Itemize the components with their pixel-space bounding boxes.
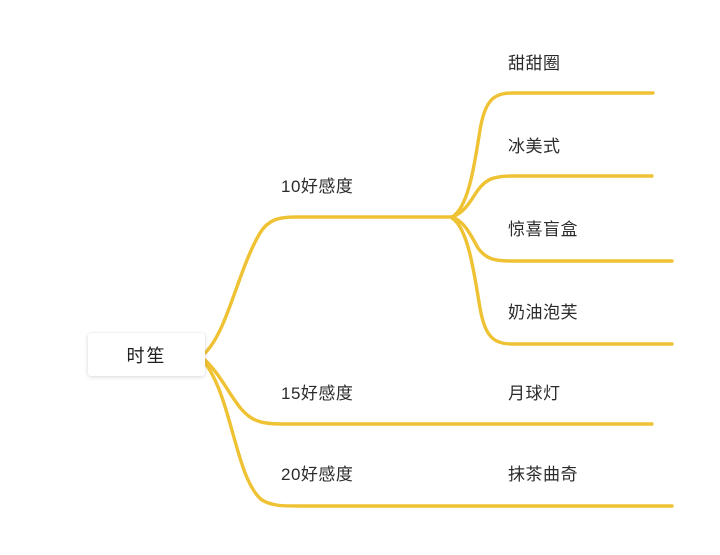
leaf-node-matchacookie-label: 抹茶曲奇: [508, 465, 578, 484]
leaf-node-creampuff-label: 奶油泡芙: [508, 303, 578, 322]
root-node[interactable]: 时笙: [88, 333, 205, 376]
branch-node-20-label: 20好感度: [281, 465, 354, 484]
branch-node-10-label: 10好感度: [281, 177, 354, 196]
leaf-node-creampuff[interactable]: 奶油泡芙: [508, 302, 578, 324]
branch-node-15[interactable]: 15好感度: [281, 383, 353, 405]
edge-branch10-to-leaf-donut: [450, 91, 655, 219]
leaf-node-donut[interactable]: 甜甜圈: [508, 53, 561, 75]
branch-node-15-label: 15好感度: [281, 384, 354, 403]
leaf-node-moonlamp-label: 月球灯: [508, 384, 561, 403]
leaf-node-americano[interactable]: 冰美式: [508, 136, 561, 158]
leaf-node-blindbox[interactable]: 惊喜盲盒: [508, 219, 578, 241]
leaf-node-americano-label: 冰美式: [508, 137, 561, 156]
leaf-node-blindbox-label: 惊喜盲盒: [508, 220, 578, 239]
leaf-node-donut-label: 甜甜圈: [508, 54, 561, 73]
edge-branch10-to-leaf-creampuff: [450, 216, 674, 346]
edge-root-to-branch-10: [203, 215, 454, 355]
edge-root-to-branch-20: [203, 361, 674, 508]
root-node-label: 时笙: [126, 345, 167, 366]
edge-root-to-branch-15: [203, 358, 654, 426]
branch-node-20[interactable]: 20好感度: [281, 464, 353, 486]
leaf-node-moonlamp[interactable]: 月球灯: [508, 383, 561, 405]
edge-branch10-to-leaf-americano: [450, 174, 654, 219]
edge-branch10-to-leaf-blindbox: [450, 215, 674, 263]
leaf-node-matchacookie[interactable]: 抹茶曲奇: [508, 464, 578, 486]
branch-node-10[interactable]: 10好感度: [281, 176, 353, 198]
